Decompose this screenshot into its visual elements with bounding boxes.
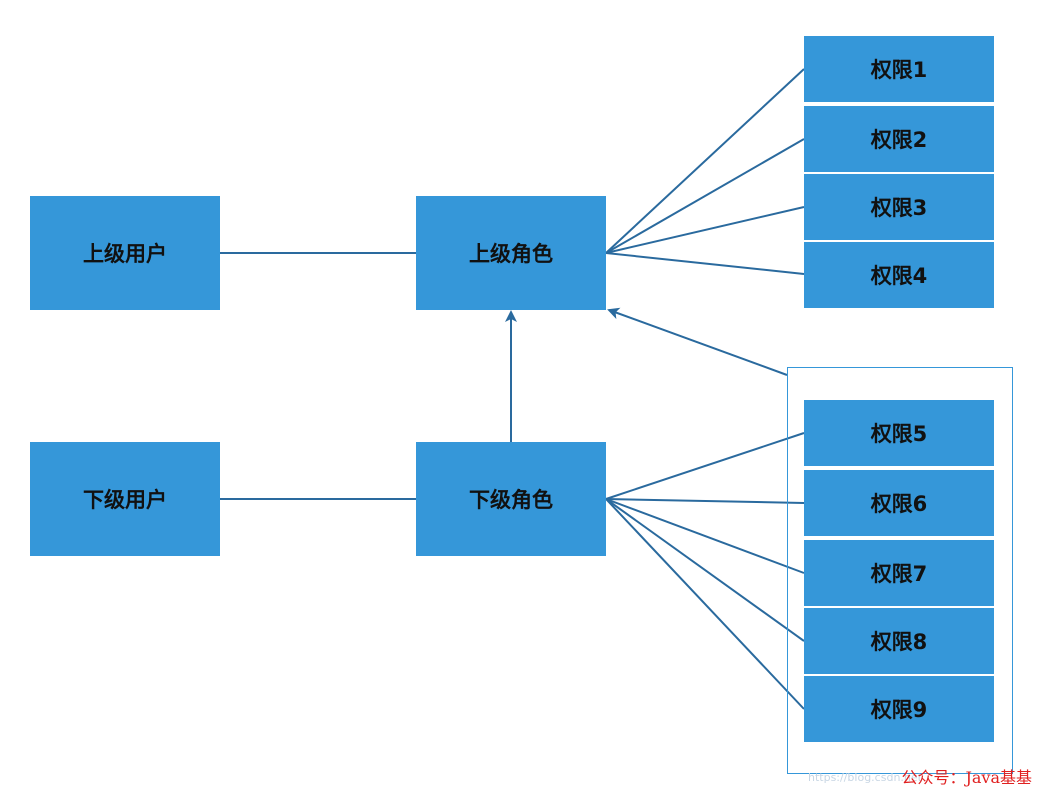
edge-lower-role-perm7 [605,498,805,574]
watermark-text: 公众号：Java基基 [901,768,1032,787]
edge-lower-role-perm5 [605,432,805,500]
node-upper-user: 上级用户 [30,196,220,310]
watermark-url: https://blog.csdn.net [808,771,922,784]
permission-1: 权限1 [804,36,994,102]
node-lower-user: 下级用户 [30,442,220,556]
permission-5: 权限5 [804,400,994,466]
edge-lower-role-perm9 [605,498,805,710]
permission-9: 权限9 [804,676,994,742]
arrow-perm-group-to-upper-role [607,307,788,376]
permission-3: 权限3 [804,174,994,240]
edge-lower-role-perm8 [605,498,805,642]
node-lower-role: 下级角色 [416,442,606,556]
permission-8: 权限8 [804,608,994,674]
edge-upper-role-perm2 [605,138,805,254]
edge-lower-role-perm6 [605,498,805,504]
node-upper-role: 上级角色 [416,196,606,310]
permission-6: 权限6 [804,470,994,536]
edge-upper-role-perm4 [605,252,805,275]
lower-permission-group-frame [787,367,1013,774]
edge-upper-role-perm1 [605,68,805,254]
permission-2: 权限2 [804,106,994,172]
permission-7: 权限7 [804,540,994,606]
permission-4: 权限4 [804,242,994,308]
edge-upper-role-perm3 [605,206,805,254]
